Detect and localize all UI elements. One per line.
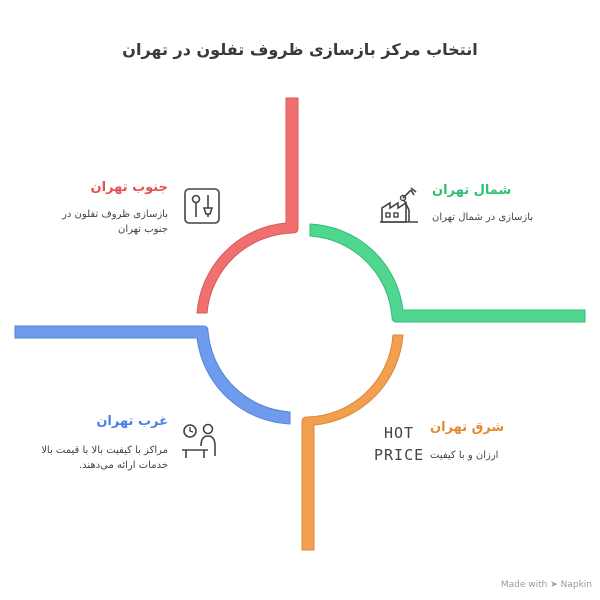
west-heading: غرب تهران (96, 414, 168, 429)
tools-icon (182, 186, 222, 230)
south-segment (196, 97, 299, 314)
south-desc-line1: بازسازی ظروف تفلون در (62, 209, 168, 220)
north-description: بازسازی در شمال تهران (432, 212, 534, 223)
person-clock-icon (180, 420, 222, 466)
south-heading: جنوب تهران (90, 180, 168, 195)
hot-price-line1: HOT (383, 424, 415, 442)
west-description: مراکز با کیفیت بالا با قیمت بالا خدمات ا… (41, 443, 168, 473)
north-segment (309, 223, 586, 323)
west-desc-line1: مراکز با کیفیت بالا با قیمت بالا (41, 445, 168, 456)
south-desc-line2: جنوب تهران (118, 224, 168, 235)
hot-price-icon: HOT PRICE (374, 422, 424, 466)
west-segment (14, 325, 291, 425)
hot-price-line2: PRICE (374, 446, 425, 464)
west-desc-line2: خدمات ارائه می‌دهند. (79, 460, 168, 471)
east-heading: شرق تهران (430, 420, 505, 435)
east-segment (301, 334, 404, 551)
factory-robot-icon (378, 184, 420, 230)
page-title: انتخاب مرکز بازسازی ظروف تفلون در تهران (122, 40, 478, 59)
north-heading: شمال تهران (432, 183, 512, 198)
east-description: ارزان و با کیفیت (430, 450, 499, 461)
south-description: بازسازی ظروف تفلون در جنوب تهران (62, 207, 168, 237)
napkin-watermark: Made with ➤ Napkin (500, 580, 592, 590)
